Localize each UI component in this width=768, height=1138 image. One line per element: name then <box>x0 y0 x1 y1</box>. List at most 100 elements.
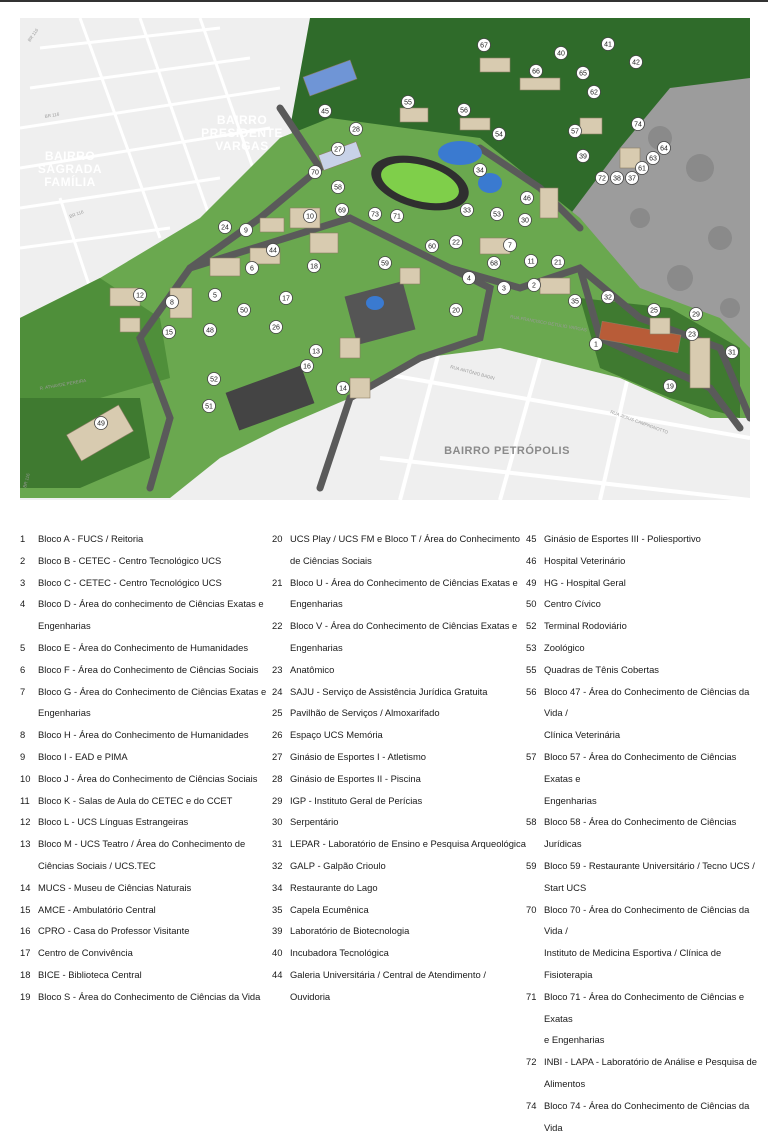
map-marker-29[interactable]: 29 <box>689 307 703 321</box>
map-marker-circle <box>610 171 624 185</box>
map-marker-26[interactable]: 26 <box>269 320 283 334</box>
map-marker-circle <box>331 142 345 156</box>
map-marker-9[interactable]: 9 <box>239 223 253 237</box>
map-marker-28[interactable]: 28 <box>349 122 363 136</box>
map-marker-17[interactable]: 17 <box>279 291 293 305</box>
map-marker-62[interactable]: 62 <box>587 85 601 99</box>
map-marker-11[interactable]: 11 <box>524 254 538 268</box>
legend-number: 1 <box>20 533 26 544</box>
map-marker-18[interactable]: 18 <box>307 259 321 273</box>
map-marker-56[interactable]: 56 <box>457 103 471 117</box>
map-marker-54[interactable]: 54 <box>492 127 506 141</box>
map-marker-6[interactable]: 6 <box>245 261 259 275</box>
map-marker-7[interactable]: 7 <box>503 238 517 252</box>
map-marker-13[interactable]: 13 <box>309 344 323 358</box>
map-marker-53[interactable]: 53 <box>490 207 504 221</box>
map-marker-2[interactable]: 2 <box>527 278 541 292</box>
map-marker-22[interactable]: 22 <box>449 235 463 249</box>
map-marker-69[interactable]: 69 <box>335 203 349 217</box>
map-marker-31[interactable]: 31 <box>725 345 739 359</box>
map-marker-41[interactable]: 41 <box>601 37 615 51</box>
map-marker-circle <box>300 359 314 373</box>
map-marker-14[interactable]: 14 <box>336 381 350 395</box>
map-marker-8[interactable]: 8 <box>165 295 179 309</box>
building-markers[interactable]: 1234567891011121314151617181920212223242… <box>94 37 739 430</box>
top-rule <box>0 0 768 2</box>
map-marker-42[interactable]: 42 <box>629 55 643 69</box>
map-marker-60[interactable]: 60 <box>425 239 439 253</box>
campus-map[interactable]: BAIRRO SAGRADA FAMÍLIA BAIRRO PRESIDENTE… <box>20 18 750 500</box>
legend-text: Anatômico <box>290 663 335 675</box>
legend-number: 12 <box>20 816 31 828</box>
map-marker-5[interactable]: 5 <box>208 288 222 302</box>
map-marker-52[interactable]: 52 <box>207 372 221 386</box>
map-marker-51[interactable]: 51 <box>202 399 216 413</box>
map-marker-67[interactable]: 67 <box>477 38 491 52</box>
map-marker-23[interactable]: 23 <box>685 327 699 341</box>
map-marker-10[interactable]: 10 <box>303 209 317 223</box>
map-marker-circle <box>601 37 615 51</box>
map-marker-65[interactable]: 65 <box>576 66 590 80</box>
map-marker-circle <box>336 381 350 395</box>
map-marker-37[interactable]: 37 <box>625 171 639 185</box>
map-marker-59[interactable]: 59 <box>378 256 392 270</box>
map-marker-number: 72 <box>598 175 606 182</box>
map-marker-34[interactable]: 34 <box>473 163 487 177</box>
map-marker-number: 53 <box>493 211 501 218</box>
map-marker-20[interactable]: 20 <box>449 303 463 317</box>
legend-number: 58 <box>526 816 537 828</box>
map-marker-72[interactable]: 72 <box>595 171 609 185</box>
map-marker-30[interactable]: 30 <box>518 213 532 227</box>
map-marker-39[interactable]: 39 <box>576 149 590 163</box>
map-marker-49[interactable]: 49 <box>94 416 108 430</box>
map-marker-4[interactable]: 4 <box>462 271 476 285</box>
map-marker-74[interactable]: 74 <box>631 117 645 131</box>
map-marker-46[interactable]: 46 <box>520 191 534 205</box>
map-marker-21[interactable]: 21 <box>551 255 565 269</box>
map-marker-38[interactable]: 38 <box>610 171 624 185</box>
map-marker-55[interactable]: 55 <box>401 95 415 109</box>
map-marker-40[interactable]: 40 <box>554 46 568 60</box>
map-marker-33[interactable]: 33 <box>460 203 474 217</box>
legend-number: 16 <box>20 925 31 937</box>
map-marker-63[interactable]: 63 <box>646 151 660 165</box>
map-marker-70[interactable]: 70 <box>308 165 322 179</box>
legend-item-72: Alimentos <box>526 1073 762 1095</box>
legend-item-22: Engenharias <box>272 637 530 659</box>
map-marker-15[interactable]: 15 <box>162 325 176 339</box>
map-marker-3[interactable]: 3 <box>497 281 511 295</box>
map-marker-1[interactable]: 1 <box>589 337 603 351</box>
map-marker-44[interactable]: 44 <box>266 243 280 257</box>
legend-text: Ouvidoria <box>290 990 331 1002</box>
map-marker-68[interactable]: 68 <box>487 256 501 270</box>
legend-item-71: e Engenharias <box>526 1029 762 1051</box>
legend-number: 10 <box>20 772 31 784</box>
map-marker-32[interactable]: 32 <box>601 290 615 304</box>
map-marker-73[interactable]: 73 <box>368 207 382 221</box>
map-marker-27[interactable]: 27 <box>331 142 345 156</box>
map-marker-12[interactable]: 12 <box>133 288 147 302</box>
map-marker-number: 27 <box>334 146 342 153</box>
map-marker-45[interactable]: 45 <box>318 104 332 118</box>
legend-text: Capela Ecumênica <box>290 903 369 915</box>
map-marker-64[interactable]: 64 <box>657 141 671 155</box>
map-marker-48[interactable]: 48 <box>203 323 217 337</box>
map-marker-58[interactable]: 58 <box>331 180 345 194</box>
map-marker-35[interactable]: 35 <box>568 294 582 308</box>
map-marker-57[interactable]: 57 <box>568 124 582 138</box>
map-marker-16[interactable]: 16 <box>300 359 314 373</box>
map-marker-19[interactable]: 19 <box>663 379 677 393</box>
map-marker-24[interactable]: 24 <box>218 220 232 234</box>
map-marker-25[interactable]: 25 <box>647 303 661 317</box>
legend-number: 8 <box>20 729 26 741</box>
map-marker-50[interactable]: 50 <box>237 303 251 317</box>
map-marker-61[interactable]: 61 <box>635 161 649 175</box>
map-marker-66[interactable]: 66 <box>529 64 543 78</box>
map-marker-71[interactable]: 71 <box>390 209 404 223</box>
